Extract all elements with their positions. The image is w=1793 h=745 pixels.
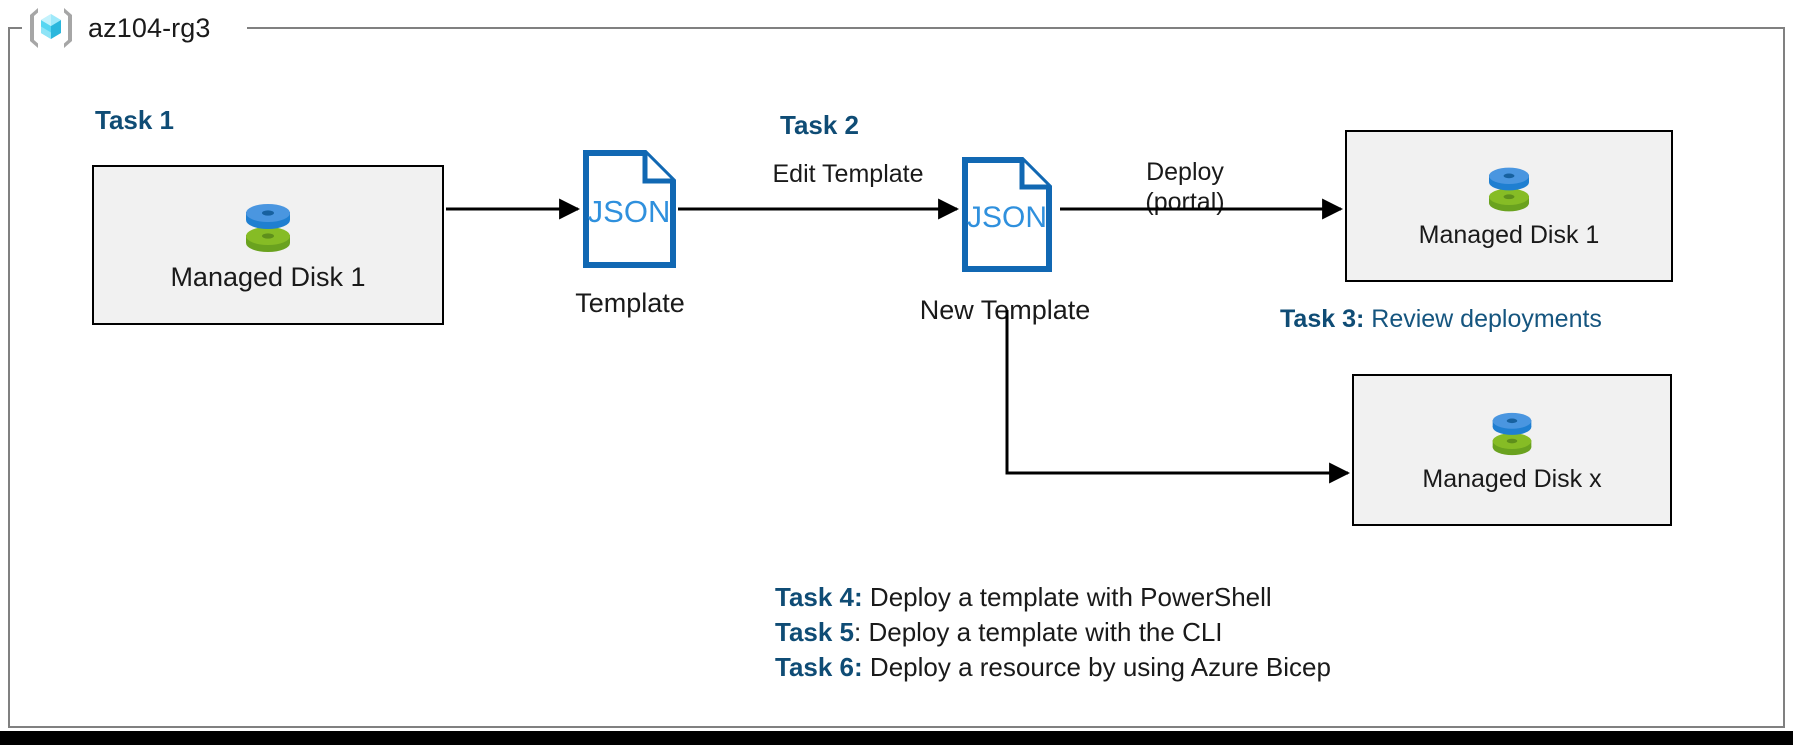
task-list-item: Task 4: Deploy a template with PowerShel…: [775, 580, 1331, 615]
managed-disk-card-3: Managed Disk x: [1352, 374, 1672, 526]
deploy-portal-label-line2: (portal): [1145, 187, 1225, 216]
task-list-item: Task 5: Deploy a template with the CLI: [775, 615, 1331, 650]
json-document-icon: JSON: [583, 150, 676, 268]
json-document-icon: JSON: [962, 157, 1052, 272]
json-doc-1-text: JSON: [588, 194, 671, 229]
json-doc-2-text: JSON: [967, 201, 1047, 234]
managed-disk-icon: [1492, 412, 1532, 455]
deploy-portal-label-line1: Deploy: [1146, 158, 1224, 186]
bottom-bar: [0, 731, 1793, 745]
task-5-value: : Deploy a template with the CLI: [854, 617, 1223, 648]
managed-disk-icon: [1489, 167, 1529, 212]
task-2-heading: Task 2: [780, 110, 860, 140]
managed-disk-card-1-label: Managed Disk 1: [170, 261, 366, 292]
task-list: Task 4: Deploy a template with PowerShel…: [775, 580, 1331, 685]
managed-disk-card-2-label: Managed Disk 1: [1418, 221, 1600, 249]
deploy-portal-label: Deploy (portal): [1090, 158, 1280, 217]
task-1-heading: Task 1: [95, 105, 175, 135]
task-6-key: Task 6:: [775, 652, 863, 683]
resource-group-name: az104-rg3: [88, 12, 211, 43]
task-1-template-caption: Template: [575, 288, 685, 318]
edit-template-label: Edit Template: [772, 160, 924, 188]
task-5-key: Task 5: [775, 617, 855, 648]
azure-resource-group-icon: [30, 8, 72, 48]
task-list-item: Task 6: Deploy a resource by using Azure…: [775, 650, 1331, 685]
resource-group-header: az104-rg3: [28, 4, 210, 52]
task-6-value: Deploy a resource by using Azure Bicep: [869, 652, 1331, 683]
resource-group-frame: [8, 27, 1785, 728]
managed-disk-card-3-label: Managed Disk x: [1422, 464, 1602, 493]
task-4-key: Task 4:: [775, 582, 863, 612]
task-2-new-template-caption: New Template: [919, 295, 1091, 325]
task-4-value: Deploy a template with PowerShell: [869, 582, 1272, 612]
managed-disk-card-1: Managed Disk 1: [92, 165, 444, 325]
task-3-key: Task 3:: [1280, 305, 1365, 333]
managed-disk-icon: [246, 203, 290, 252]
task-3-caption: Task 3: Review deployments: [1280, 305, 1602, 334]
managed-disk-card-2: Managed Disk 1: [1345, 130, 1673, 282]
task-3-value: Review deployments: [1371, 305, 1602, 333]
